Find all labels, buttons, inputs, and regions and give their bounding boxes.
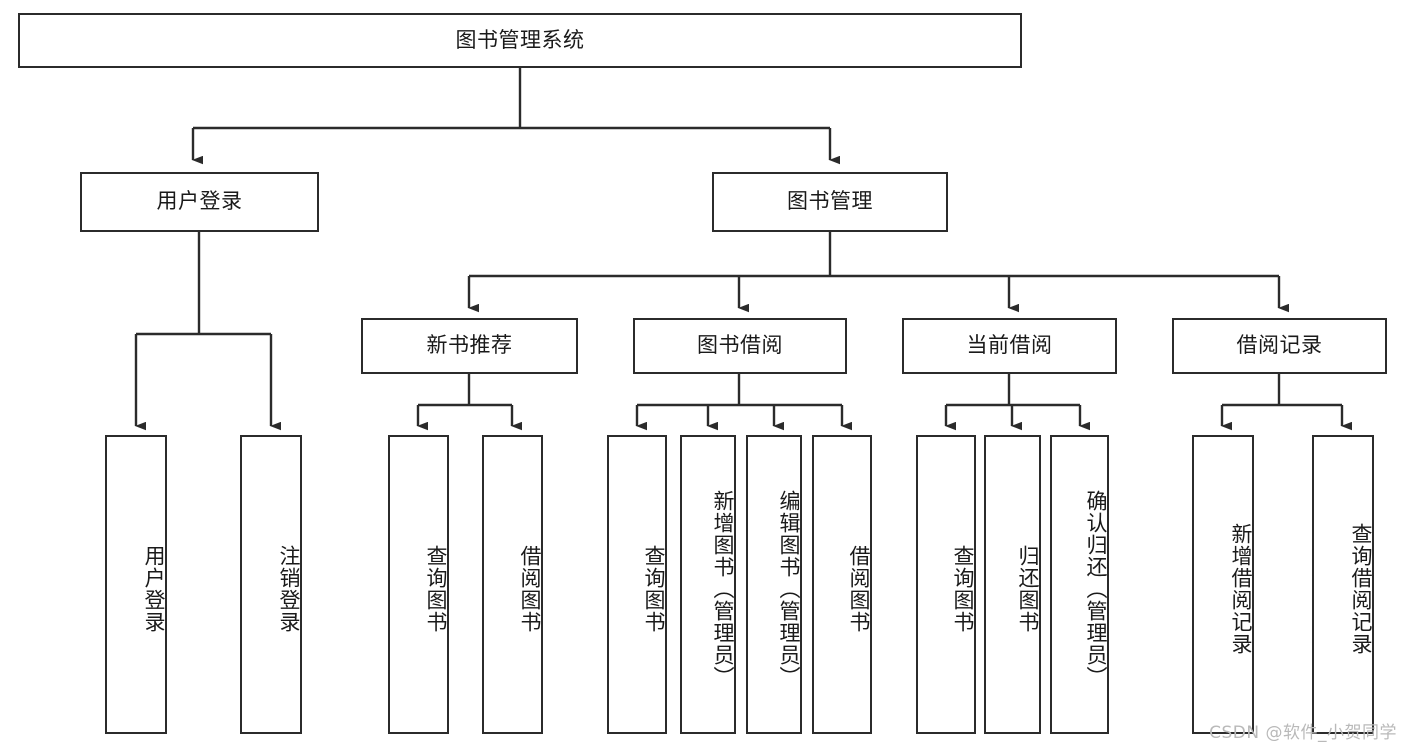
leaf-label: 归还图书 [1016, 544, 1040, 633]
leaf-new-book-borrow-books[interactable]: 借阅图书 [482, 435, 543, 734]
leaf-label: 查询图书 [951, 544, 975, 633]
leaf-user-login-logout[interactable]: 注销登录 [240, 435, 302, 734]
leaf-label: 确认归还（管理员） [1084, 489, 1108, 688]
leaf-label: 新增图书（管理员） [711, 489, 735, 688]
leaf-book-borrow-borrow-books[interactable]: 借阅图书 [812, 435, 872, 734]
leaf-user-login-login[interactable]: 用户登录 [105, 435, 167, 734]
leaf-borrow-record-add-record[interactable]: 新增借阅记录 [1192, 435, 1254, 734]
leaf-label: 借阅图书 [518, 544, 542, 633]
node-current-borrow[interactable]: 当前借阅 [902, 318, 1117, 374]
node-borrow-record-label: 借阅记录 [1236, 333, 1323, 358]
watermark-text: CSDN @软件_小贺同学 [1209, 723, 1397, 743]
leaf-label: 借阅图书 [847, 544, 871, 633]
leaf-borrow-record-query-record[interactable]: 查询借阅记录 [1312, 435, 1374, 734]
node-borrow-record[interactable]: 借阅记录 [1172, 318, 1387, 374]
leaf-label: 查询图书 [424, 544, 448, 633]
node-user-login-label: 用户登录 [156, 189, 243, 214]
leaf-book-borrow-query-books[interactable]: 查询图书 [607, 435, 667, 734]
leaf-current-borrow-query-books[interactable]: 查询图书 [916, 435, 976, 734]
node-book-management-label: 图书管理 [787, 189, 873, 214]
leaf-new-book-query-books[interactable]: 查询图书 [388, 435, 449, 734]
leaf-label: 注销登录 [277, 544, 301, 633]
node-book-borrow-label: 图书借阅 [697, 333, 783, 358]
leaf-current-borrow-confirm-return-admin[interactable]: 确认归还（管理员） [1050, 435, 1109, 734]
node-root-label: 图书管理系统 [455, 27, 585, 52]
leaf-label: 查询图书 [642, 544, 666, 633]
leaf-label: 查询借阅记录 [1349, 522, 1373, 655]
node-book-management[interactable]: 图书管理 [712, 172, 948, 232]
leaf-label: 编辑图书（管理员） [777, 489, 801, 688]
node-book-borrow[interactable]: 图书借阅 [633, 318, 847, 374]
node-current-borrow-label: 当前借阅 [966, 333, 1053, 358]
node-new-book-recommend-label: 新书推荐 [426, 333, 513, 358]
leaf-book-borrow-add-book-admin[interactable]: 新增图书（管理员） [680, 435, 736, 734]
node-new-book-recommend[interactable]: 新书推荐 [361, 318, 578, 374]
node-root-system[interactable]: 图书管理系统 [18, 13, 1022, 68]
leaf-current-borrow-return-books[interactable]: 归还图书 [984, 435, 1041, 734]
leaf-label: 新增借阅记录 [1229, 522, 1253, 655]
leaf-book-borrow-edit-book-admin[interactable]: 编辑图书（管理员） [746, 435, 802, 734]
leaf-label: 用户登录 [142, 544, 166, 633]
node-user-login[interactable]: 用户登录 [80, 172, 319, 232]
